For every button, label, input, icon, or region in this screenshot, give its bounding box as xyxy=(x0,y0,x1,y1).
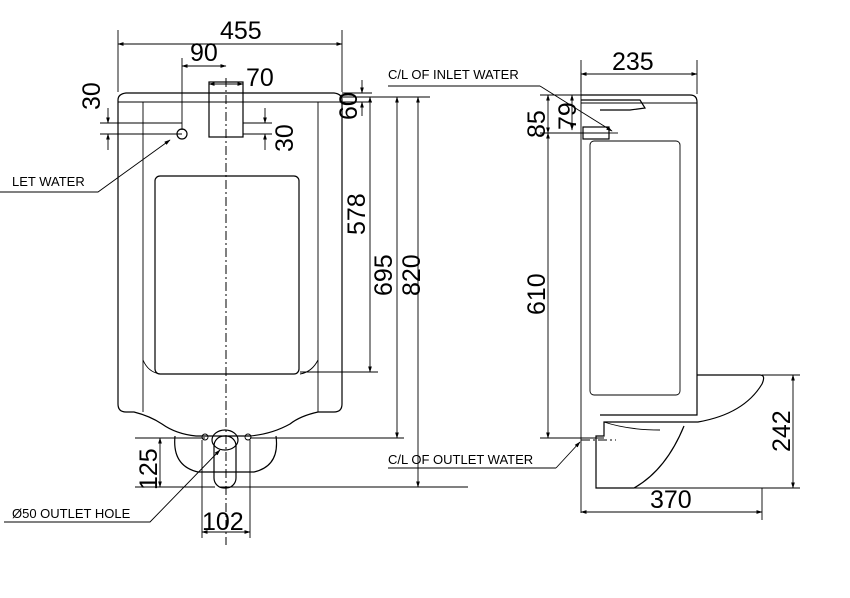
front-fix-right xyxy=(244,433,252,441)
label-outlet-hole: Ø50 OUTLET HOLE xyxy=(12,506,131,521)
front-outlet-pipe xyxy=(213,435,237,489)
front-bowl-curve-right xyxy=(299,359,319,375)
dim-610: 610 xyxy=(523,273,551,315)
side-view: 235 85 79 610 242 370 C/L OF INLET WATER… xyxy=(388,48,800,520)
side-bowl-outline xyxy=(595,374,765,489)
front-bowl-curve-left xyxy=(142,359,161,375)
dim-90: 90 xyxy=(190,39,218,67)
front-body-outline xyxy=(117,92,343,437)
dim-85: 85 xyxy=(523,110,551,138)
label-cl-outlet: C/L OF OUTLET WATER xyxy=(388,452,533,467)
front-bowl-window xyxy=(154,175,300,375)
leader-cl-outlet xyxy=(555,441,581,469)
side-inner-panel xyxy=(589,140,681,396)
dim-695: 695 xyxy=(370,254,398,296)
label-inlet-water: LET WATER xyxy=(12,174,85,189)
dim-820: 820 xyxy=(398,254,426,296)
dim-242: 242 xyxy=(768,410,796,452)
leader-cl-inlet xyxy=(539,85,613,132)
dim-370: 370 xyxy=(650,486,692,514)
leader-inlet-water xyxy=(0,139,171,193)
front-fix-left xyxy=(201,433,209,441)
dim-125: 125 xyxy=(135,448,163,490)
dim-578: 578 xyxy=(343,193,371,235)
label-cl-inlet: C/L OF INLET WATER xyxy=(388,67,519,82)
dim-455: 455 xyxy=(220,17,262,45)
dim-79: 79 xyxy=(554,102,582,130)
dim-30-left: 30 xyxy=(78,82,106,110)
side-bowl-inner xyxy=(603,421,661,431)
dim-102: 102 xyxy=(202,508,244,536)
front-outlet-hole xyxy=(211,429,239,451)
front-view: 455 90 70 30 30 60 578 695 xyxy=(0,17,468,545)
dim-70: 70 xyxy=(246,64,274,92)
dim-30-right: 30 xyxy=(271,124,299,152)
leader-outlet-hole xyxy=(4,449,221,523)
dim-60: 60 xyxy=(335,92,363,120)
side-body-outline xyxy=(581,94,698,416)
side-inlet-top xyxy=(581,99,647,111)
dim-235: 235 xyxy=(612,48,654,76)
